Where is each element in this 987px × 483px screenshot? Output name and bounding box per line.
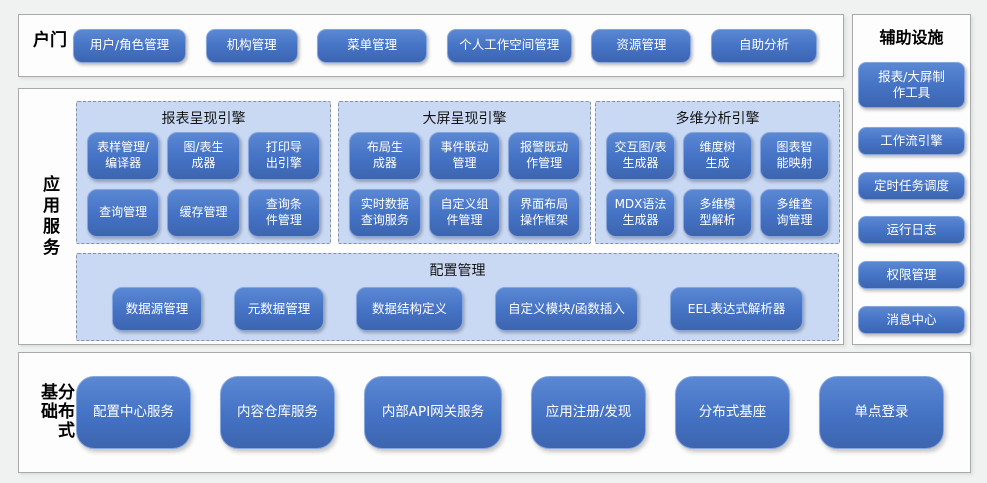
engine-node: 事件联动 管理 (428, 132, 501, 180)
config-management-panel: 配置管理 数据源管理 元数据管理 数据结构定义 自定义模块/函数插入 EEL表达… (76, 253, 839, 341)
engine-node: 查询条 件管理 (247, 189, 320, 237)
report-engine-title: 报表呈现引擎 (161, 111, 246, 127)
config-node-row: 数据源管理 元数据管理 数据结构定义 自定义模块/函数插入 EEL表达式解析器 (77, 282, 838, 331)
foundation-node-app-registry: 应用注册/发现 (531, 376, 646, 449)
engine-node: 查询管理 (87, 189, 160, 237)
report-engine-panel: 报表呈现引擎 表样管理/ 编译器 图/表生 成器 打印导 出引擎 查询管理 缓存… (76, 101, 331, 244)
olap-engine-grid: 交互图/表 生成器 维度树 生成 图表智 能映射 MDX语法 生成器 多维模 型… (596, 130, 839, 237)
engine-node: MDX语法 生成器 (606, 189, 675, 237)
aux-node-workflow: 工作流引擎 (858, 127, 965, 155)
config-node-datasource: 数据源管理 (112, 287, 202, 331)
engine-node: 交互图/表 生成器 (606, 132, 675, 180)
olap-engine-title: 多维分析引擎 (675, 111, 760, 127)
bigscreen-engine-grid: 布局生 成器 事件联动 管理 报警既动 作管理 实时数据 查询服务 自定义组 件… (339, 130, 590, 237)
auxiliary-section: 辅助设施 报表/大屏制 作工具 工作流引擎 定时任务调度 运行日志 权限管理 消… (852, 14, 971, 345)
foundation-node-row: 配置中心服务 内容仓库服务 内部API网关服务 应用注册/发现 分布式基座 单点… (19, 353, 970, 472)
app-services-section: 应用服务 报表呈现引擎 表样管理/ 编译器 图/表生 成器 打印导 出引擎 查询… (18, 88, 844, 345)
engine-node: 自定义组 件管理 (428, 189, 501, 237)
aux-node-permission: 权限管理 (858, 261, 965, 289)
engine-node: 多维查 询管理 (760, 189, 829, 237)
auxiliary-node-column: 报表/大屏制 作工具 工作流引擎 定时任务调度 运行日志 权限管理 消息中心 (853, 48, 970, 334)
engine-node: 布局生 成器 (349, 132, 421, 180)
engine-node: 实时数据 查询服务 (349, 189, 421, 237)
foundation-node-api-gateway: 内部API网关服务 (364, 376, 502, 449)
foundation-node-distributed-base: 分布式基座 (675, 376, 790, 449)
engine-node: 报警既动 作管理 (508, 132, 580, 180)
auxiliary-title: 辅助设施 (879, 28, 944, 47)
foundation-label: 分布式基础 (37, 382, 74, 440)
aux-node-report-tool: 报表/大屏制 作工具 (858, 62, 965, 108)
portal-node-resource: 资源管理 (591, 28, 692, 63)
portal-label: 门户 (29, 30, 66, 52)
olap-engine-panel: 多维分析引擎 交互图/表 生成器 维度树 生成 图表智 能映射 MDX语法 生成… (595, 101, 840, 244)
engine-node: 界面布局 操作框架 (508, 189, 580, 237)
app-services-label: 应用服务 (39, 174, 59, 259)
foundation-node-content-repo: 内容仓库服务 (220, 376, 335, 449)
engine-node: 图/表生 成器 (167, 132, 240, 180)
engine-node: 维度树 生成 (683, 132, 752, 180)
engine-node: 图表智 能映射 (760, 132, 829, 180)
portal-node-user-role: 用户/角色管理 (73, 28, 186, 63)
engine-node: 多维模 型解析 (683, 189, 752, 237)
aux-node-runtime-log: 运行日志 (858, 216, 965, 244)
config-node-custom-module: 自定义模块/函数插入 (495, 287, 638, 331)
engine-node: 表样管理/ 编译器 (87, 132, 160, 180)
config-management-title: 配置管理 (429, 263, 486, 279)
portal-node-selfserve: 自助分析 (710, 28, 817, 63)
aux-node-scheduler: 定时任务调度 (858, 172, 965, 200)
bigscreen-engine-panel: 大屏呈现引擎 布局生 成器 事件联动 管理 报警既动 作管理 实时数据 查询服务… (338, 101, 591, 244)
config-node-eel-parser: EEL表达式解析器 (670, 287, 803, 331)
aux-node-message-center: 消息中心 (858, 306, 965, 334)
bigscreen-engine-title: 大屏呈现引擎 (422, 111, 507, 127)
report-engine-grid: 表样管理/ 编译器 图/表生 成器 打印导 出引擎 查询管理 缓存管理 查询条 … (77, 130, 330, 237)
foundation-node-config-center: 配置中心服务 (76, 376, 191, 449)
foundation-node-sso: 单点登录 (819, 376, 944, 449)
portal-node-menu: 菜单管理 (317, 28, 428, 63)
config-node-structure: 数据结构定义 (356, 287, 463, 331)
portal-node-org: 机构管理 (205, 28, 298, 63)
portal-section: 门户 用户/角色管理 机构管理 菜单管理 个人工作空间管理 资源管理 自助分析 (18, 14, 844, 77)
engine-node: 缓存管理 (167, 189, 240, 237)
engine-node: 打印导 出引擎 (247, 132, 320, 180)
portal-node-workspace: 个人工作空间管理 (446, 28, 572, 63)
portal-node-row: 用户/角色管理 机构管理 菜单管理 个人工作空间管理 资源管理 自助分析 (19, 15, 843, 76)
foundation-section: 分布式基础 配置中心服务 内容仓库服务 内部API网关服务 应用注册/发现 分布… (18, 352, 971, 473)
config-node-metadata: 元数据管理 (234, 287, 324, 331)
